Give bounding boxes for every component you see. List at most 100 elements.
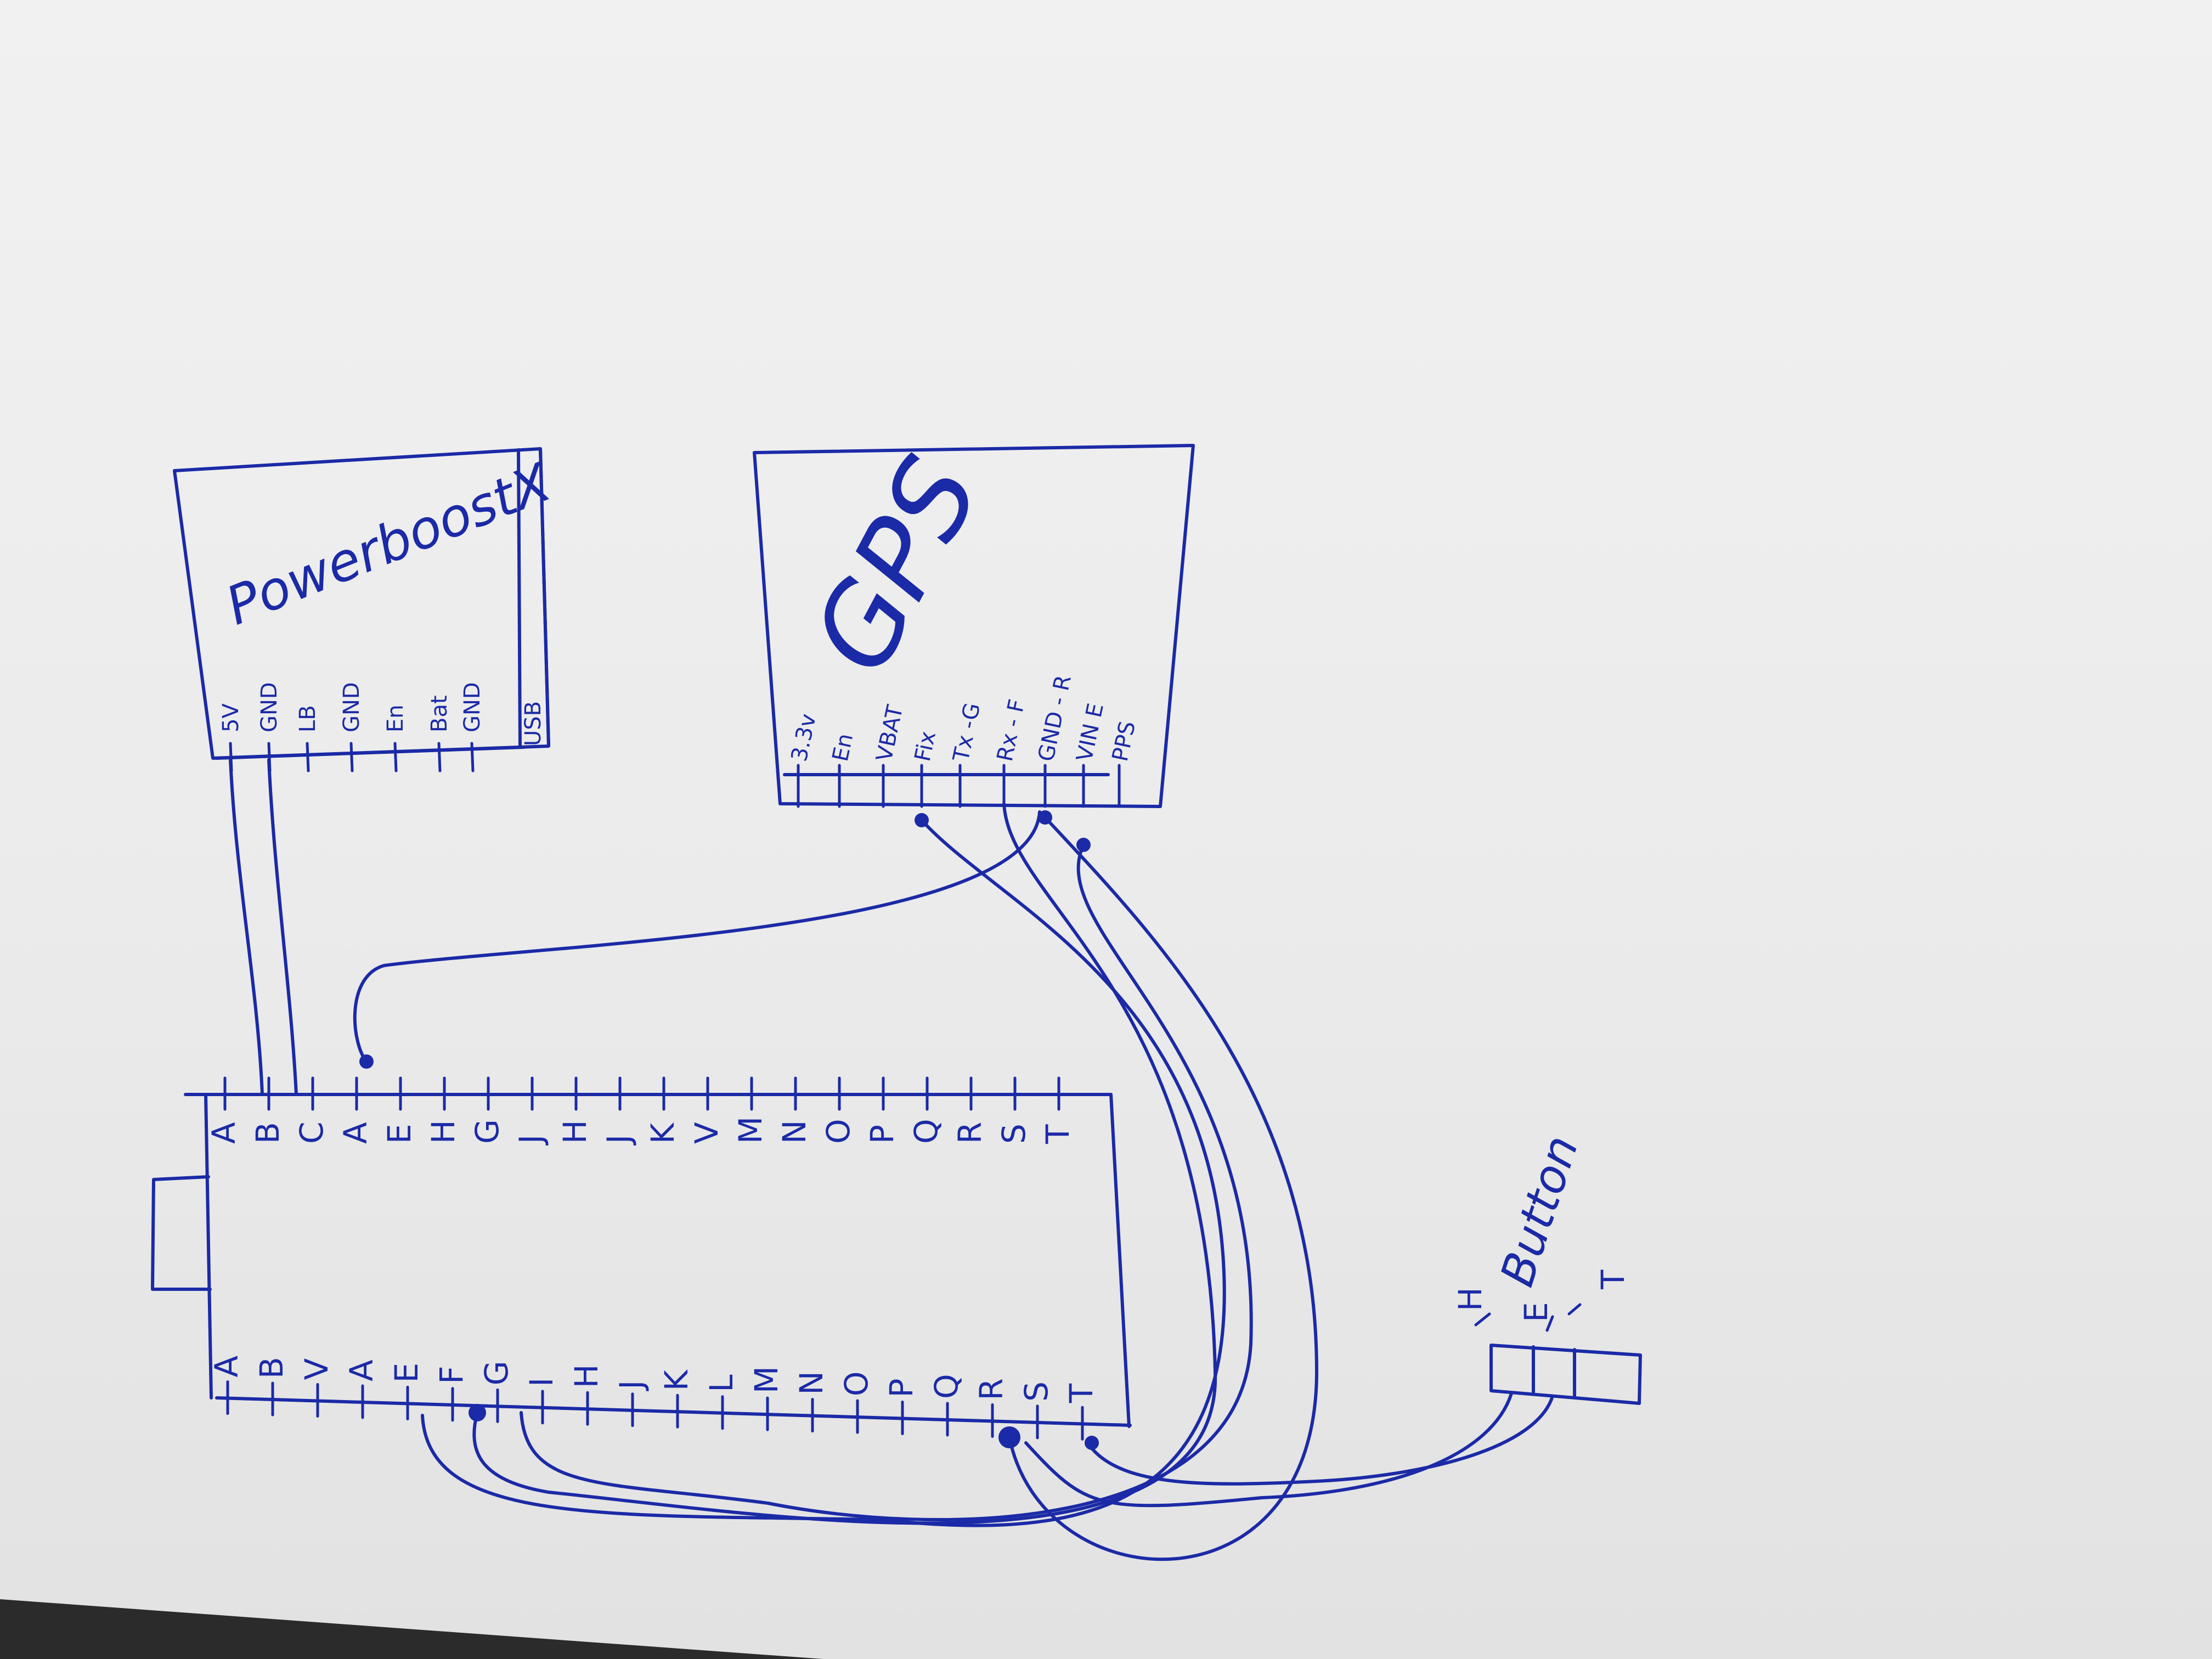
mcu-top-pin-label: G (469, 1119, 506, 1144)
mcu-top-pin-label: O (820, 1119, 857, 1144)
mcu-top-pin-label: N (776, 1120, 813, 1144)
mcu-top-pin-label: V (688, 1122, 725, 1144)
wire-pb-5v-to-mcu (229, 758, 264, 1096)
powerboost-pin-tick (393, 742, 398, 772)
mcu-bottom-pin-label: I (523, 1378, 560, 1387)
button-body (1489, 1344, 1642, 1405)
powerboost-usb-strip (517, 447, 550, 748)
mcu-top-pin-label: H (556, 1120, 594, 1144)
mcu-bottom-pin-label: V (298, 1358, 335, 1380)
button-component: Button H E T (1452, 1129, 1642, 1405)
mcu-top-pin-label: B (249, 1122, 286, 1144)
mcu-top-pin-label: M (732, 1116, 769, 1144)
button-pin-label-1: H (1452, 1287, 1489, 1311)
powerboost-pin-label: 5V (218, 703, 244, 732)
mcu-right-edge (1109, 1093, 1131, 1428)
mcu-top-pin-label: Q (907, 1119, 945, 1144)
wire-pb-gnd-to-mcu (267, 758, 298, 1096)
wires (229, 758, 1554, 1561)
mcu-top-pin-label: C (293, 1122, 330, 1144)
mcu-top-pin-label: J (512, 1135, 550, 1146)
connection-dots (359, 810, 1099, 1450)
mcu-bottom-pin-label: T (1063, 1383, 1100, 1403)
button-label-tick-3 (1567, 1303, 1582, 1316)
gps-pin-label: En (828, 731, 859, 764)
mcu-bottom-pin-label: O (838, 1371, 875, 1396)
mcu-bottom-pin-label: K (658, 1369, 695, 1391)
mcu-bottom-pin-label: H (568, 1364, 605, 1389)
mcu-top-pin-label: H (425, 1120, 462, 1144)
mcu-bottom-pin-label: M (748, 1366, 785, 1393)
powerboost-title: PowerboostX (218, 451, 560, 637)
mcu-bottom-pin-label: B (253, 1357, 290, 1379)
powerboost-header-line (215, 746, 526, 760)
mcu-bottom-pin-label: R (973, 1378, 1010, 1400)
wire-button-h-to-mcu (1024, 1392, 1513, 1508)
gps-title: GPS (788, 438, 1005, 693)
mcu-bottom-pin-label: A (343, 1359, 380, 1381)
powerboost-pin-tick (349, 742, 354, 772)
powerboost-pin-tick (306, 742, 310, 772)
gps-pin-label: PPS (1108, 719, 1141, 764)
wire-gps-gnd-to-mcu-bottom-r (1008, 816, 1318, 1561)
gps-pin-label: Rx - F (992, 697, 1030, 764)
button-title: Button (1490, 1129, 1589, 1293)
mcu-bottom-pin-label: S (1018, 1381, 1055, 1402)
gps-pin-label: VIN E (1072, 701, 1109, 764)
mcu-bottom-pin-label: J (613, 1380, 650, 1391)
mcu-bottom-pin-label: L (703, 1374, 740, 1392)
powerboost-pin-label: GND (339, 682, 364, 732)
gps-outline (753, 444, 1195, 808)
mcu-bottom-pin-label: N (793, 1371, 830, 1395)
powerboost-pin-label: LB (295, 705, 320, 732)
powerboost-pin-label: GND (257, 682, 282, 732)
wire-button-e-to-mcu-t (1090, 1395, 1554, 1486)
mcu-top-pin-label: A (337, 1122, 374, 1144)
mcu-top-pin-label: R (951, 1122, 989, 1144)
dot-mcu-top-e (359, 1054, 374, 1069)
mcu-top-pin-label: T (1039, 1124, 1076, 1144)
powerboost-pin-tick (470, 742, 475, 772)
mcu-top-pin-label: E (381, 1124, 418, 1144)
gps-pin-label: 3.3v (787, 712, 821, 764)
dot-mcu-bottom-t (1085, 1436, 1099, 1450)
mcu-top-pin-label: A (205, 1122, 242, 1144)
gps-pin-label: VBAT (872, 703, 909, 764)
powerboost-pin-label: En (383, 704, 408, 732)
dot-gps-fix (915, 813, 929, 827)
button-label-tick-1 (1474, 1312, 1491, 1327)
powerboost-usb-label: USB (521, 701, 546, 746)
powerboost-pin-tick (437, 742, 442, 772)
button-label-tick-2 (1545, 1315, 1554, 1332)
mcu-bottom-pin-label: E (388, 1363, 425, 1383)
mcu-bottom-header-line (215, 1396, 1132, 1427)
mcu-top-pin-label: K (644, 1122, 681, 1144)
dot-gps-vin (1076, 838, 1091, 852)
mcu-top-pin-label: P (864, 1125, 901, 1144)
dot-mcu-bottom-g (469, 1404, 486, 1421)
mcu-bottom-pin-label: F (433, 1366, 470, 1384)
gps-pin-label: Tx -G (949, 701, 986, 764)
mcu-bottom-pin-label: P (883, 1379, 920, 1398)
button-pin-label-3: T (1594, 1269, 1632, 1290)
wire-gps-fix-to-mcu-top (353, 810, 1041, 1063)
dot-gps-gnd (1038, 810, 1052, 825)
wire-gps-rx-to-mcu-bottom (472, 802, 1217, 1525)
gps-pin-label: GND - R (1034, 673, 1076, 764)
wire-gps-vin-to-mcu-bottom (520, 843, 1253, 1521)
mcu-top-pin-label: S (995, 1124, 1032, 1144)
mcu-bottom-pin-label: G (478, 1361, 515, 1385)
dot-mcu-bottom-r (998, 1426, 1020, 1448)
mcu-bottom-pin-label: Q (928, 1374, 965, 1399)
mcu-top-pin-label: J (600, 1135, 637, 1146)
button-pin-label-2: E (1517, 1302, 1555, 1322)
